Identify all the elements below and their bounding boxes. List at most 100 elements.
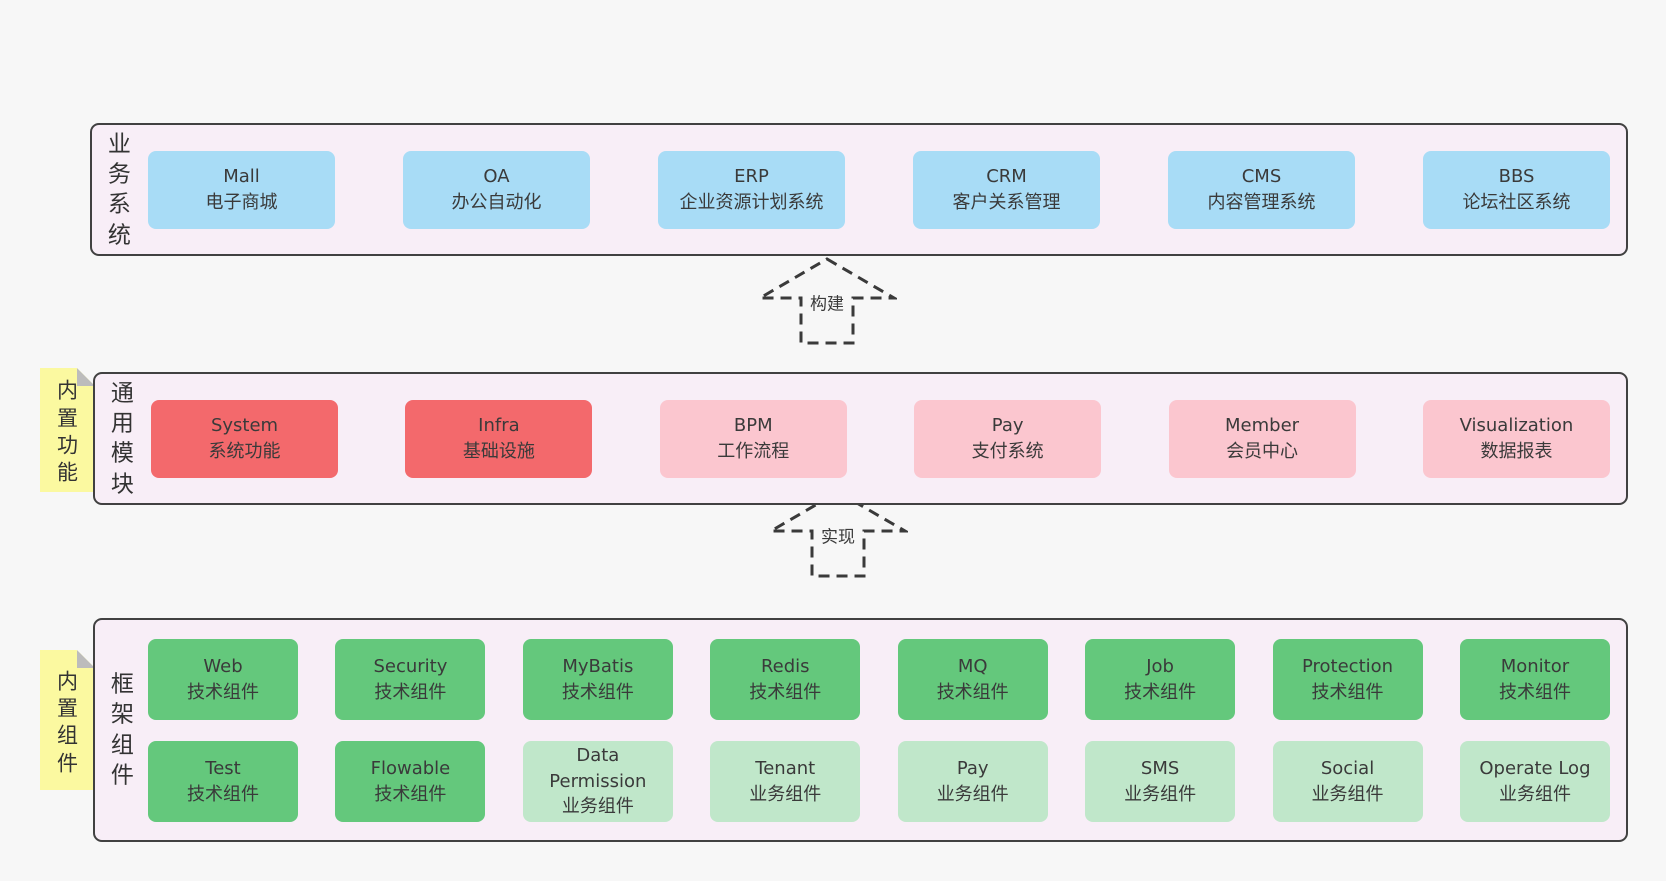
node-bpm: BPM 工作流程: [659, 399, 847, 478]
node-sms: SMS 业务组件: [1085, 741, 1236, 822]
up-block-arrow-icon: [757, 257, 897, 345]
node-desc: 业务组件: [1311, 783, 1384, 805]
node-name: Data Permission: [549, 745, 647, 792]
node-oa: OA 办公自动化: [403, 150, 590, 229]
up-block-arrow-icon: [768, 490, 908, 578]
node-desc: 基础设施: [462, 440, 535, 462]
components-row-1: Web 技术组件 Security 技术组件 MyBatis 技术组件 Redi…: [148, 639, 1610, 720]
node-name: Job: [1146, 655, 1174, 677]
node-desc: 技术组件: [1498, 681, 1571, 703]
node-desc: 业务组件: [1498, 783, 1571, 805]
node-visualization: Visualization 数据报表: [1422, 399, 1610, 478]
node-name: Pay: [991, 414, 1024, 436]
node-system: System 系统功能: [151, 399, 338, 478]
node-member: Member 会员中心: [1168, 399, 1356, 478]
node-desc: 内容管理系统: [1207, 191, 1316, 213]
node-protection: Protection 技术组件: [1272, 639, 1423, 720]
node-desc: 技术组件: [187, 783, 259, 805]
node-cms: CMS 内容管理系统: [1168, 150, 1355, 229]
arrow-build-label: 构建: [807, 288, 847, 316]
sticky-label: 内置组件: [57, 669, 78, 776]
node-name: Protection: [1301, 655, 1394, 677]
node-name: CRM: [986, 165, 1027, 187]
node-test: Test 技术组件: [148, 741, 298, 822]
node-name: MyBatis: [562, 655, 634, 677]
node-desc: 业务组件: [561, 796, 634, 818]
node-name: MQ: [957, 655, 988, 677]
node-job: Job 技术组件: [1085, 639, 1236, 720]
node-desc: 技术组件: [749, 681, 822, 703]
arrow-implement: 实现: [768, 489, 908, 579]
node-desc: 技术组件: [1311, 681, 1384, 703]
node-name: Web: [203, 655, 243, 677]
node-name: OA: [483, 165, 510, 187]
sticky-built-in-components: 内置组件: [40, 650, 95, 790]
node-desc: 系统功能: [208, 440, 281, 462]
node-desc: 客户关系管理: [952, 191, 1061, 213]
node-desc: 技术组件: [561, 681, 634, 703]
band-label-common-modules: 通用模块: [110, 379, 134, 497]
node-name: Visualization: [1459, 414, 1574, 436]
node-name: Flowable: [370, 757, 451, 779]
node-desc: 技术组件: [374, 783, 447, 805]
node-data-permission: Data Permission 业务组件: [522, 741, 673, 822]
node-mybatis: MyBatis 技术组件: [522, 639, 673, 720]
node-name: Test: [205, 757, 241, 779]
business-systems-row: Mall 电子商城 OA 办公自动化 ERP 企业资源计划系统 CRM 客户关系…: [148, 150, 1610, 229]
node-name: Infra: [478, 414, 520, 436]
band-label-framework-components: 框架组件: [110, 671, 134, 789]
node-name: SMS: [1140, 757, 1180, 779]
node-name: BPM: [733, 414, 773, 436]
node-crm: CRM 客户关系管理: [913, 150, 1100, 229]
node-desc: 论坛社区系统: [1462, 191, 1571, 213]
node-name: Member: [1225, 414, 1300, 436]
node-name: Social: [1320, 757, 1375, 779]
node-operate-log: Operate Log 业务组件: [1459, 741, 1610, 822]
node-name: Operate Log: [1479, 757, 1591, 779]
node-desc: 业务组件: [936, 783, 1009, 805]
node-flowable: Flowable 技术组件: [335, 741, 486, 822]
band-common-modules: 通用模块 System 系统功能 Infra 基础设施 BPM 工作流程 Pay…: [93, 372, 1628, 505]
node-name: Mall: [223, 165, 260, 187]
node-monitor: Monitor 技术组件: [1459, 639, 1610, 720]
node-desc: 技术组件: [187, 681, 259, 703]
arrow-build: 构建: [757, 256, 897, 346]
node-web: Web 技术组件: [148, 639, 298, 720]
band-business-systems: 业务系统 Mall 电子商城 OA 办公自动化 ERP 企业资源计划系统 CRM…: [90, 123, 1628, 256]
node-desc: 企业资源计划系统: [679, 191, 824, 213]
node-bbs: BBS 论坛社区系统: [1423, 150, 1610, 229]
node-desc: 会员中心: [1226, 440, 1299, 462]
node-desc: 技术组件: [1124, 681, 1197, 703]
node-name: System: [210, 414, 279, 436]
node-name: Redis: [760, 655, 810, 677]
node-mall: Mall 电子商城: [148, 150, 335, 229]
node-social: Social 业务组件: [1272, 741, 1423, 822]
framework-components-grid: Web 技术组件 Security 技术组件 MyBatis 技术组件 Redi…: [148, 639, 1610, 822]
sticky-label: 内置功能: [57, 378, 78, 485]
node-name: Pay: [956, 757, 989, 779]
node-name: Tenant: [755, 757, 816, 779]
node-desc: 工作流程: [717, 440, 790, 462]
node-name: Security: [373, 655, 448, 677]
node-mq: MQ 技术组件: [897, 639, 1048, 720]
node-desc: 技术组件: [374, 681, 447, 703]
node-tenant: Tenant 业务组件: [710, 741, 861, 822]
node-redis: Redis 技术组件: [710, 639, 861, 720]
node-desc: 支付系统: [971, 440, 1044, 462]
node-erp: ERP 企业资源计划系统: [658, 150, 845, 229]
node-desc: 技术组件: [936, 681, 1009, 703]
node-name: Monitor: [1500, 655, 1570, 677]
node-desc: 电子商城: [205, 191, 278, 213]
arrow-implement-label: 实现: [818, 521, 858, 549]
band-label-business-systems: 业务系统: [107, 130, 131, 248]
common-modules-row: System 系统功能 Infra 基础设施 BPM 工作流程 Pay 支付系统…: [151, 399, 1610, 478]
node-name: CMS: [1241, 165, 1282, 187]
node-desc: 办公自动化: [451, 191, 542, 213]
node-pay-module: Pay 支付系统: [914, 399, 1102, 478]
node-security: Security 技术组件: [335, 639, 486, 720]
node-desc: 数据报表: [1480, 440, 1553, 462]
node-name: ERP: [734, 165, 769, 187]
node-infra: Infra 基础设施: [405, 399, 593, 478]
node-desc: 业务组件: [1124, 783, 1197, 805]
